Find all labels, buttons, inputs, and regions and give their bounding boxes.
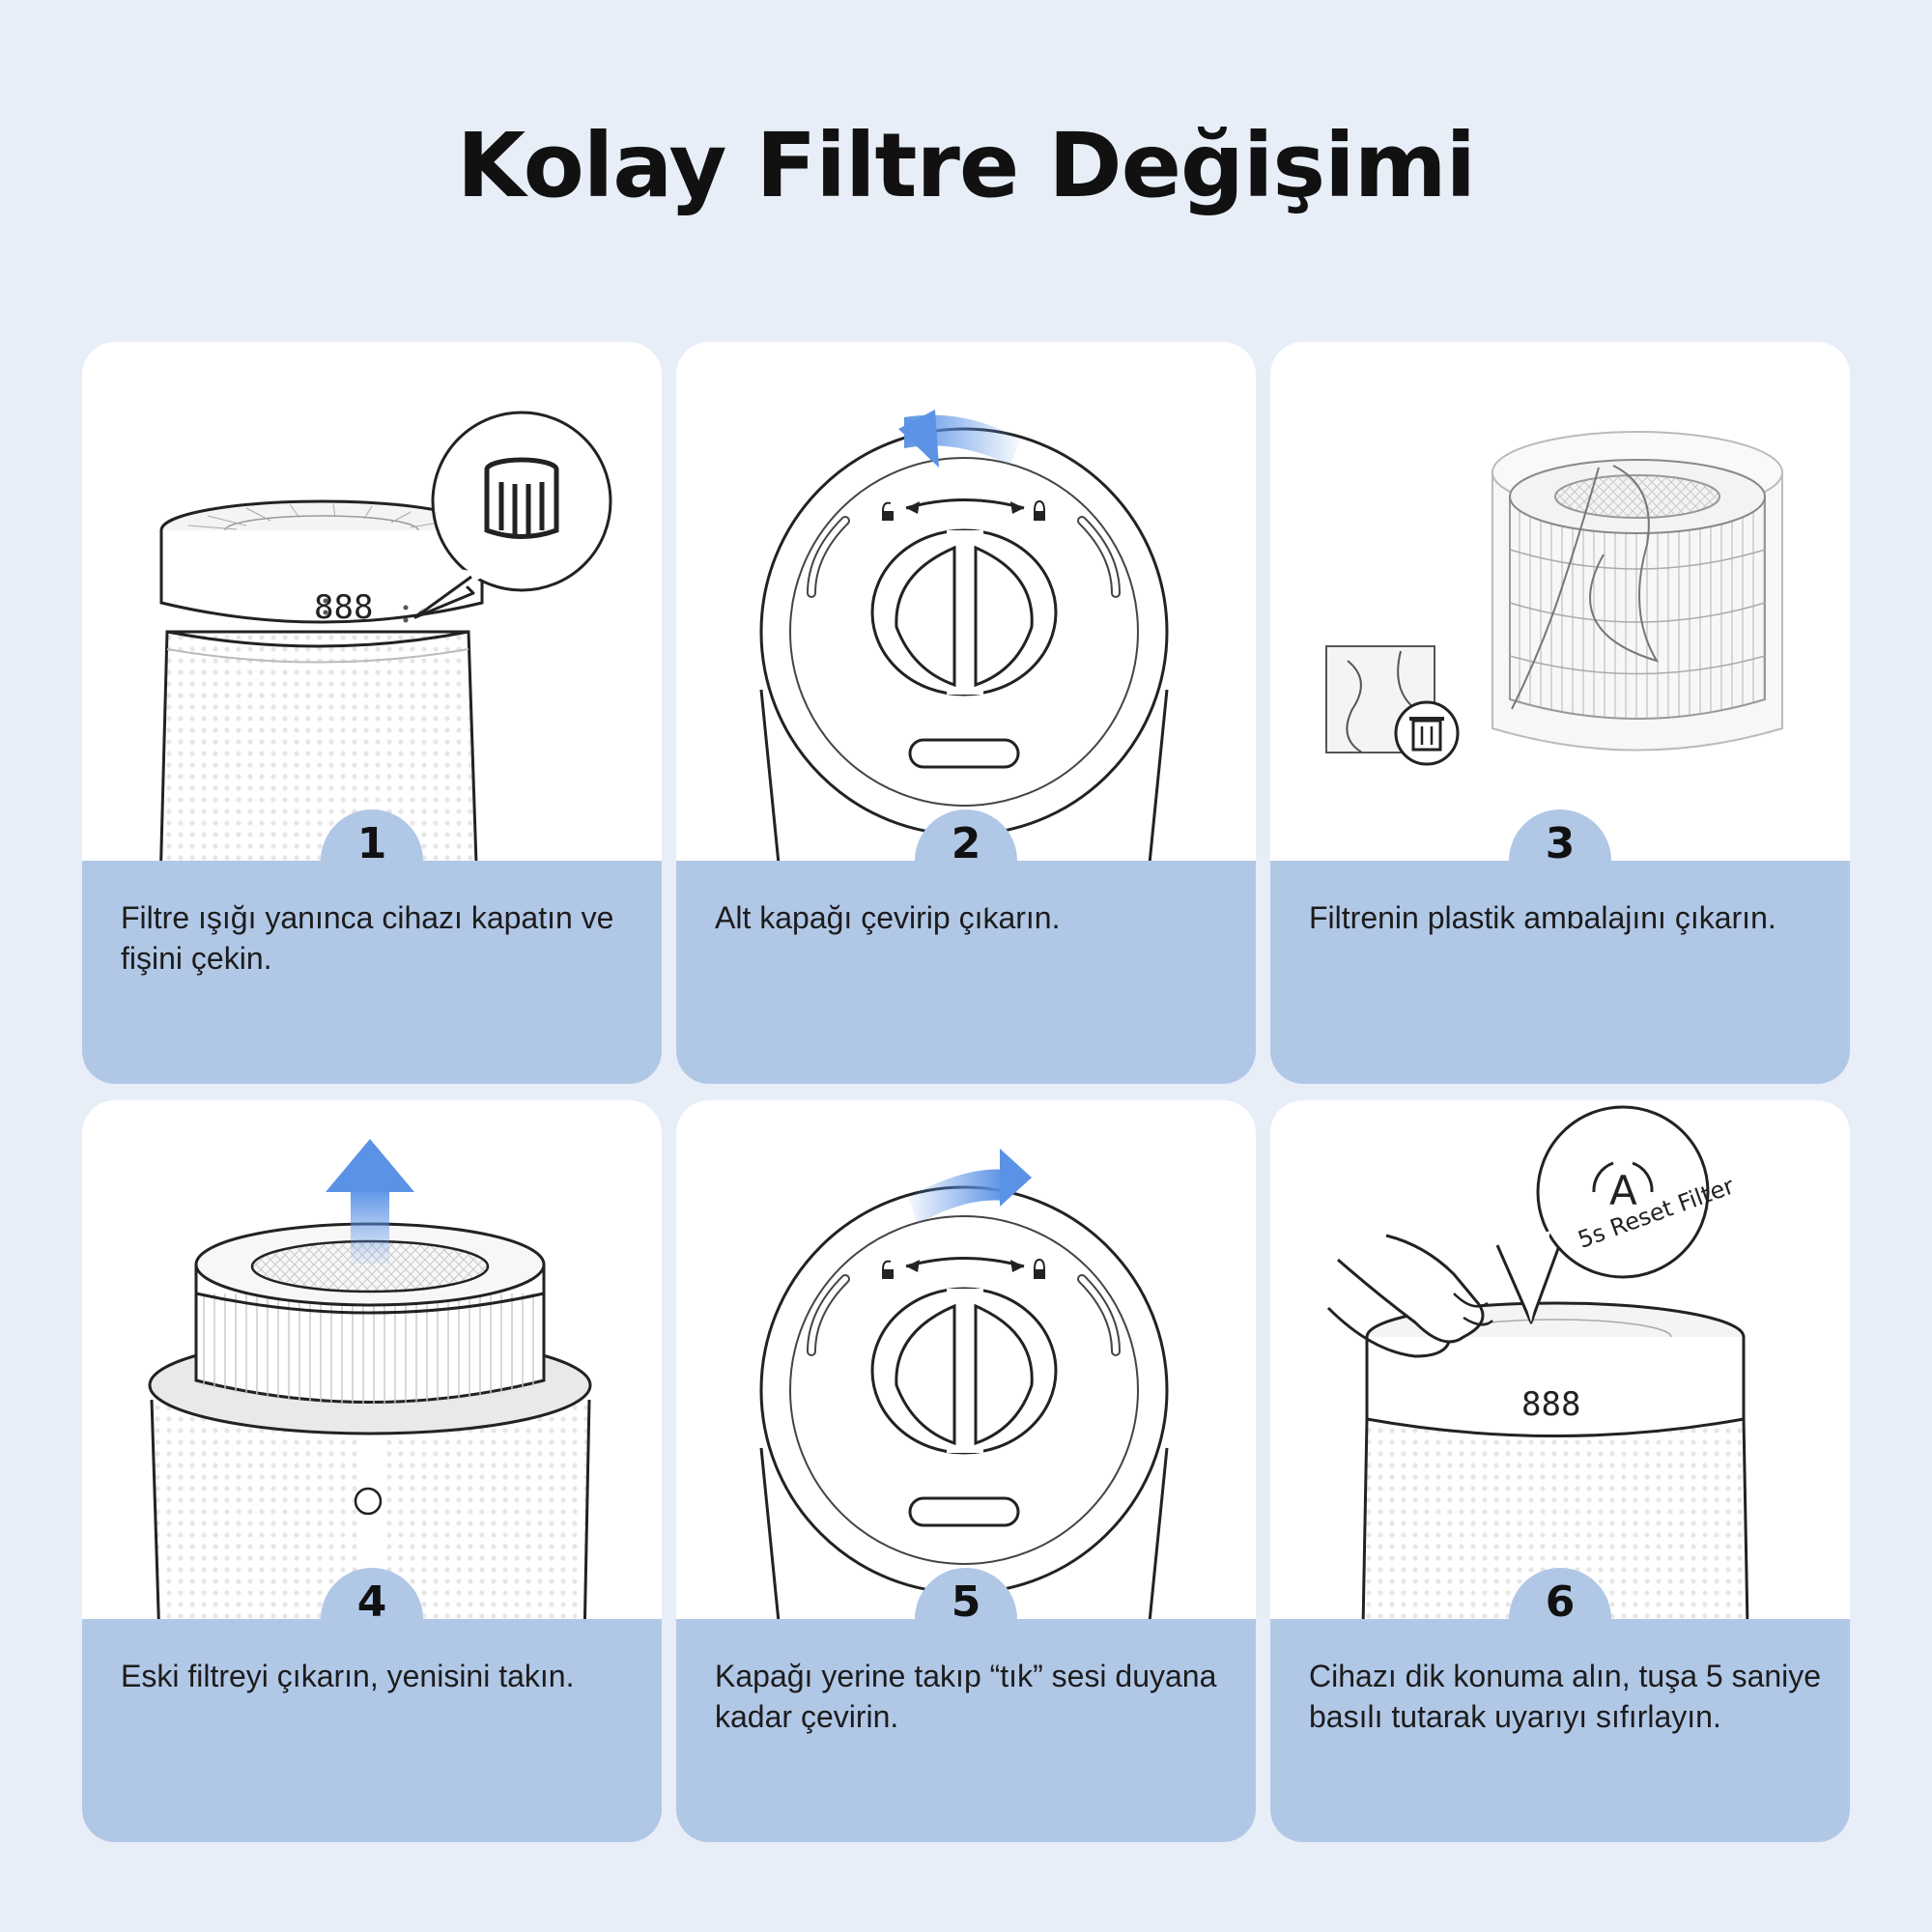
step-card-1: 888 Filtre ışığı yanınca cihazı kapatın …	[82, 342, 662, 1084]
step-card-5: Kapağı yerine takıp “tık” sesi duyana ka…	[676, 1100, 1256, 1842]
step-number: 4	[356, 1577, 387, 1627]
reset-illustration: 888 A 5s Reset Filter	[1270, 1100, 1850, 1619]
step-number: 1	[356, 819, 387, 868]
reset-icon: A	[1592, 1161, 1654, 1214]
filter-packaging-illustration	[1270, 342, 1850, 861]
rotate-right-arrow-icon	[908, 1149, 1032, 1224]
step-instruction: Alt kapağı çevirip çıkarın.	[715, 900, 1061, 935]
caption-band: Alt kapağı çevirip çıkarın.	[676, 861, 1256, 1084]
step-number-badge: 5	[915, 1568, 1017, 1670]
filter-cartridge-icon	[484, 457, 559, 539]
step-card-4: Eski filtreyi çıkarın, yenisini takın. 4	[82, 1100, 662, 1842]
step-number-badge: 2	[915, 810, 1017, 912]
display-readout: 888	[1521, 1385, 1580, 1424]
lock-icon	[1034, 1258, 1045, 1279]
unlock-icon	[882, 501, 894, 521]
page-title: Kolay Filtre Değişimi	[456, 114, 1476, 217]
step-number-badge: 4	[321, 1568, 423, 1670]
step-number-badge: 3	[1509, 810, 1611, 912]
caption-band: Filtre ışığı yanınca cihazı kapatın ve f…	[82, 861, 662, 1084]
step-number: 3	[1545, 819, 1576, 868]
step-card-6: 888 A 5s Reset Filter Cihazı dik konuma …	[1270, 1100, 1850, 1842]
step-number: 2	[951, 819, 981, 868]
step-card-3: Filtrenin plastik ambalajını çıkarın. 3	[1270, 342, 1850, 1084]
lock-icon	[1034, 499, 1045, 521]
bottom-cover-illustration	[676, 342, 1256, 861]
step-number: 6	[1545, 1577, 1576, 1627]
purifier-illustration: 888	[82, 342, 662, 861]
step-number-badge: 6	[1509, 1568, 1611, 1670]
step-number: 5	[951, 1577, 981, 1627]
unlock-icon	[882, 1260, 894, 1279]
caption-band: Cihazı dik konuma alın, tuşa 5 saniye ba…	[1270, 1619, 1850, 1842]
step-instruction: Kapağı yerine takıp “tık” sesi duyana ka…	[715, 1659, 1217, 1734]
reset-letter: A	[1609, 1167, 1637, 1214]
display-readout: 888	[314, 588, 373, 627]
up-arrow-icon	[326, 1139, 414, 1264]
step-card-2: Alt kapağı çevirip çıkarın. 2	[676, 342, 1256, 1084]
step-number-badge: 1	[321, 810, 423, 912]
cover-reattach-illustration	[676, 1100, 1256, 1619]
trash-icon	[1394, 700, 1460, 766]
filter-replace-illustration	[82, 1100, 662, 1619]
rotate-left-arrow-icon	[898, 410, 1020, 468]
